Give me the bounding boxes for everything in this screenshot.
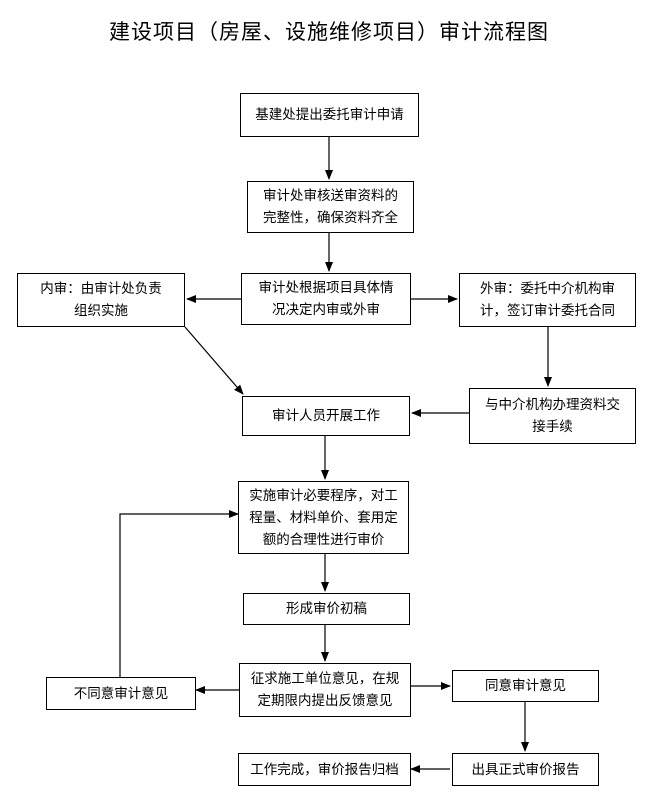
node-handover-text-1: 与中介机构办理资料交 (485, 397, 620, 413)
node-implement-text-3: 额的合理性进行审价 (262, 531, 385, 548)
node-agree-text: 同意审计意见 (485, 678, 566, 694)
node-formal-report: 出具正式审价报告 (452, 753, 599, 786)
node-external-audit: 外审：委托中介机构审 计，签订审计委托合同 (459, 273, 636, 327)
node-draft-text: 形成审价初稿 (286, 601, 367, 617)
node-draft: 形成审价初稿 (243, 593, 410, 625)
node-decide-text-1: 审计处根据项目具体情 (258, 280, 394, 296)
node-disagree: 不同意审计意见 (46, 677, 196, 710)
node-implement-text-1: 实施审计必要程序，对工 (249, 487, 398, 504)
page-title: 建设项目（房屋、设施维修项目）审计流程图 (109, 20, 549, 44)
node-report-text: 出具正式审价报告 (471, 761, 580, 778)
node-archive-text: 工作完成，审价报告归档 (250, 761, 399, 778)
arrow-disagree-loop (119, 510, 239, 677)
node-solicit-opinion: 征求施工单位意见，在规 定期限内提出反馈意见 (239, 663, 411, 717)
node-apply: 基建处提出委托审计申请 (240, 93, 419, 137)
node-decide-text-2: 况决定内审或外审 (272, 302, 380, 318)
node-decide-audit-type: 审计处根据项目具体情 况决定内审或外审 (241, 273, 411, 325)
node-disagree-text: 不同意审计意见 (73, 685, 169, 702)
arrow-internal-to-start (184, 326, 244, 395)
node-agree: 同意审计意见 (452, 670, 599, 702)
node-start-work-text: 审计人员开展工作 (272, 408, 380, 424)
node-implement-text-2: 程量、材料单价、套用定 (249, 509, 398, 526)
node-handover: 与中介机构办理资料交 接手续 (469, 388, 636, 444)
node-handover-text-2: 接手续 (532, 419, 573, 435)
node-check-text-2: 完整性，确保资料齐全 (263, 210, 398, 226)
node-internal-text-2: 组织实施 (74, 303, 128, 319)
node-archive: 工作完成，审价报告归档 (238, 753, 411, 786)
node-external-text-2: 计，签订审计委托合同 (480, 303, 615, 319)
node-solicit-text-2: 定期限内提出反馈意见 (257, 693, 393, 709)
node-implement: 实施审计必要程序，对工 程量、材料单价、套用定 额的合理性进行审价 (238, 481, 409, 554)
node-check-materials: 审计处审核送审资料的 完整性，确保资料齐全 (247, 181, 414, 233)
node-internal-audit: 内审：由审计处负责 组织实施 (17, 273, 185, 327)
node-apply-text: 基建处提出委托审计申请 (255, 107, 404, 123)
node-internal-text-1: 内审：由审计处负责 (40, 281, 162, 297)
node-external-text-1: 外审：委托中介机构审 (480, 281, 615, 297)
node-check-text-1: 审计处审核送审资料的 (263, 188, 398, 204)
node-start-work: 审计人员开展工作 (242, 396, 410, 436)
node-solicit-text-1: 征求施工单位意见，在规 (250, 671, 400, 687)
